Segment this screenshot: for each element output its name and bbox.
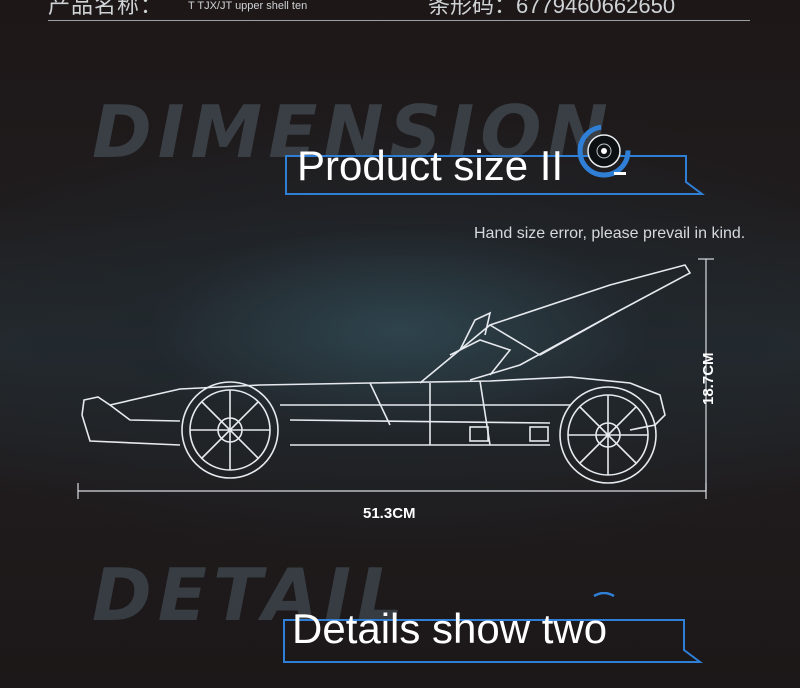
barcode-value: 6779460662650 [516, 0, 676, 18]
height-dimension-label: 18.7CM [700, 352, 717, 405]
size-error-note: Hand size error, please prevail in kind. [474, 225, 746, 242]
product-name-label: 产品名称： [48, 0, 164, 18]
car-outline-illustration [77, 258, 714, 499]
product-size-title: Product size II [297, 142, 564, 189]
details-title: Details show two [292, 605, 608, 652]
accent-dash-icon [593, 592, 615, 598]
product-name-value: T TJX/JT upper shell ten [188, 0, 308, 12]
circular-target-icon [577, 124, 631, 178]
header-bar: 产品名称： T TJX/JT upper shell ten 条形码：67794… [48, 0, 750, 21]
title-frame-2 [283, 619, 703, 663]
length-dimension-label: 51.3CM [363, 505, 416, 522]
detail-ghost-heading: DETAIL [92, 553, 409, 637]
barcode-text: 条形码：6779460662650 [428, 0, 675, 20]
dimension-ghost-heading: DIMENSION [92, 90, 614, 174]
barcode-label: 条形码： [428, 0, 517, 18]
